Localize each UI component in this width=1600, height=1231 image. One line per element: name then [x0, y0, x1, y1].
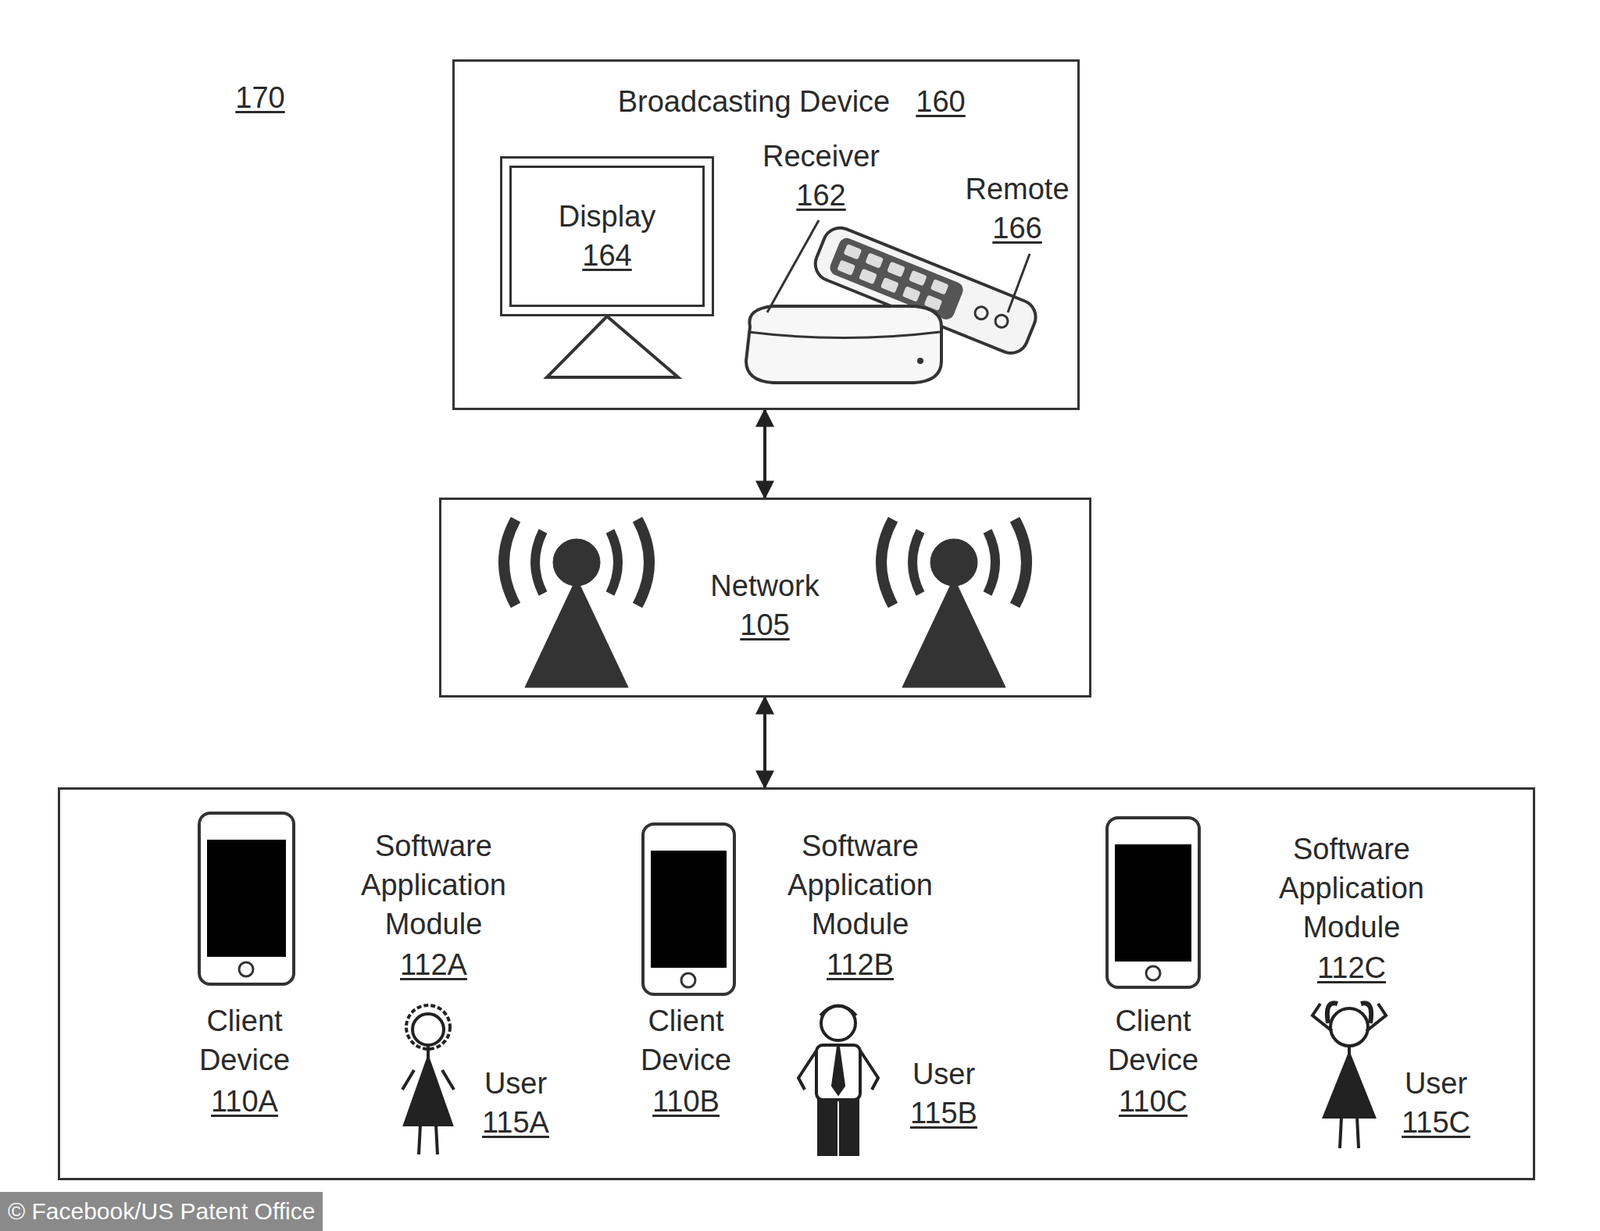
- callout-number: 166: [992, 208, 1042, 248]
- part-name: Receiver: [762, 136, 880, 176]
- callout-number: 115C: [1401, 1103, 1471, 1143]
- node-label: Software Application Module: [766, 826, 954, 944]
- receiver-box: [746, 306, 942, 383]
- user-figure: [402, 1005, 454, 1155]
- callout-number: 112C: [1317, 948, 1386, 988]
- leader-line: [1007, 253, 1030, 313]
- callout-number: 115A: [482, 1103, 550, 1143]
- display-stand: [546, 316, 679, 378]
- network-box: Network105: [439, 497, 1092, 698]
- phone: [642, 824, 735, 995]
- callout-number: 160: [915, 82, 965, 122]
- phone: [199, 813, 294, 985]
- callout-number: 110C: [1118, 1082, 1188, 1122]
- node-label: User: [1404, 1064, 1468, 1104]
- copyright-note: © Facebook/US Patent Office: [0, 1192, 323, 1231]
- leader-line: [767, 220, 819, 313]
- node-label: User: [484, 1064, 547, 1104]
- callout-number: 112A: [400, 945, 468, 985]
- callout-number: 110B: [652, 1082, 720, 1122]
- network-tower: [503, 519, 1027, 688]
- node-label: Software Application Module: [1257, 829, 1446, 947]
- double-arrow: [763, 410, 767, 498]
- node-label: User: [912, 1054, 975, 1094]
- callout-number: 164: [582, 235, 632, 275]
- display-screen: Display164: [500, 156, 715, 317]
- figure-number: 170: [235, 78, 285, 118]
- user-figure: [798, 1006, 879, 1156]
- client-group-box: Client Device110ASoftware Application Mo…: [57, 787, 1536, 1181]
- node-label: Network: [710, 566, 819, 606]
- callout-number: 105: [739, 605, 790, 645]
- callout-number: 115B: [910, 1093, 978, 1133]
- double-arrow: [763, 697, 767, 788]
- user-figure: [1312, 1003, 1386, 1149]
- node-label: Display: [558, 196, 657, 236]
- node-label: Software Application Module: [339, 826, 528, 944]
- phone: [1107, 817, 1200, 988]
- node-label: Client Device: [1094, 1001, 1212, 1080]
- broadcast-device-box: Display164 Broadcasting Device 160: [452, 59, 1080, 411]
- node-label: Broadcasting Device: [617, 82, 891, 122]
- node-label: Client Device: [185, 1001, 304, 1080]
- callout-number: 112B: [826, 945, 894, 985]
- part-name: Remote: [964, 169, 1069, 209]
- callout-number: 162: [796, 175, 846, 215]
- callout-number: 110A: [210, 1082, 279, 1122]
- node-label: Client Device: [627, 1001, 745, 1080]
